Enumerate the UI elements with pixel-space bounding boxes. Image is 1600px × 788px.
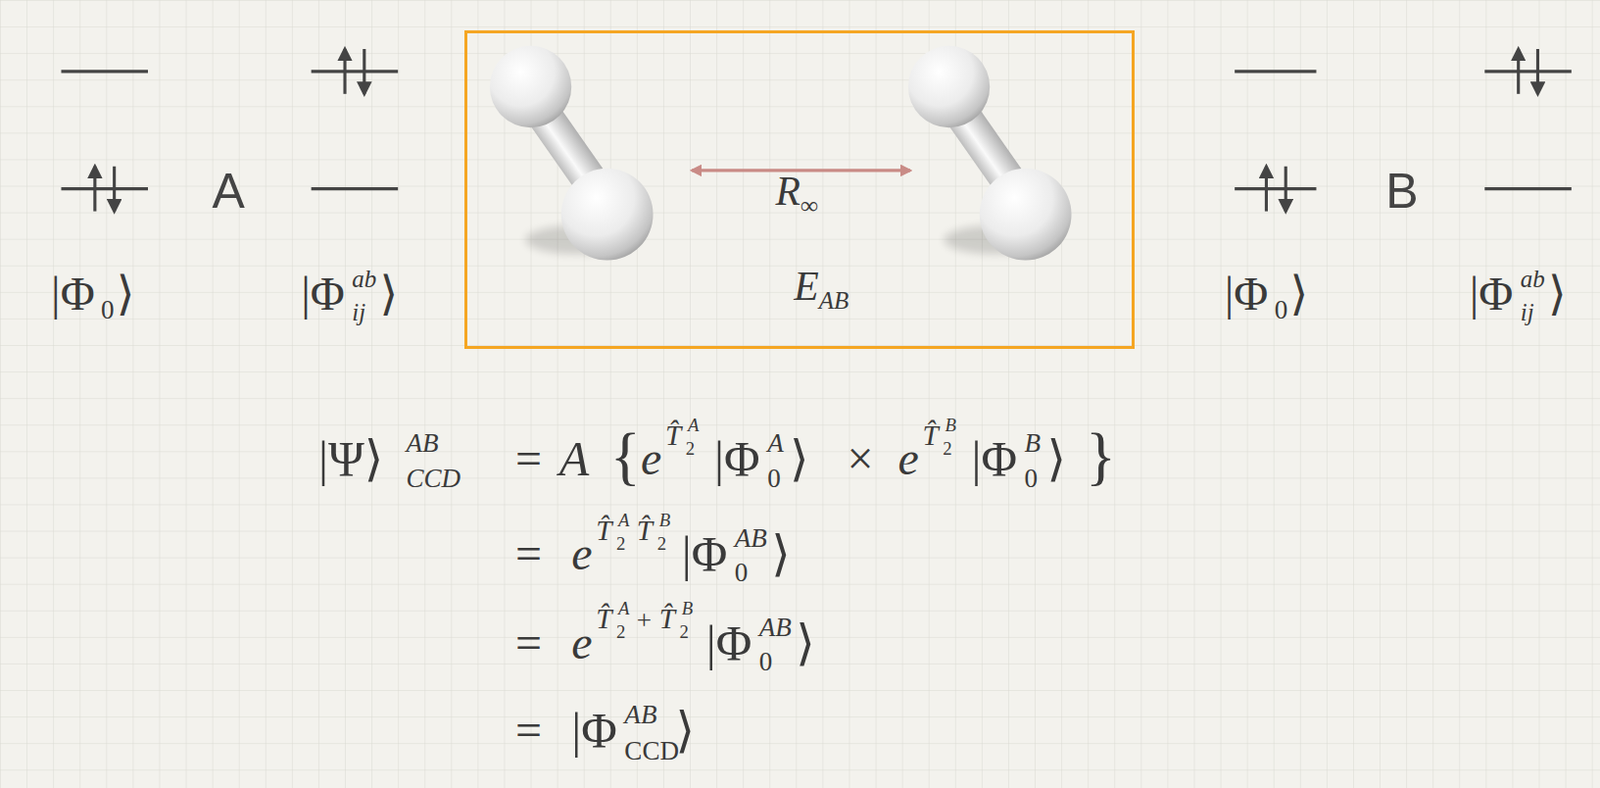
math-symbol: 2 xyxy=(679,623,689,642)
math-symbol: T̂ xyxy=(659,604,676,633)
math-symbol: ⟩ xyxy=(675,705,695,755)
math-symbol: T̂ xyxy=(665,421,681,450)
math-symbol: ⟩ xyxy=(789,434,810,484)
math-symbol: = xyxy=(515,706,542,754)
math-symbol: AB xyxy=(624,701,657,728)
math-symbol: ⟩ xyxy=(795,618,816,668)
math-symbol: |Φ xyxy=(706,618,753,668)
math-symbol: AB xyxy=(734,525,768,552)
math-symbol: 0 xyxy=(1274,296,1289,324)
h2-molecule xyxy=(908,46,1072,261)
math-symbol: |Φ xyxy=(681,529,728,579)
math-symbol: |Φ xyxy=(571,705,618,755)
math-symbol: 0 xyxy=(734,559,749,586)
math-symbol: 2 xyxy=(657,534,667,554)
math-symbol: |Φ xyxy=(714,434,761,484)
math-symbol: 0 xyxy=(1024,465,1039,492)
electron-spins xyxy=(95,48,1539,212)
math-symbol: 0 xyxy=(759,648,774,676)
orbital-levels xyxy=(60,71,1571,190)
math-symbol: ⟩ xyxy=(771,529,791,579)
math-symbol: 0 xyxy=(767,465,781,492)
math-symbol: B xyxy=(1024,430,1042,457)
math-symbol: T̂ xyxy=(636,516,653,545)
math-symbol: CCD xyxy=(624,737,679,765)
math-symbol: A xyxy=(559,434,590,484)
h2-molecule xyxy=(489,46,654,261)
math-symbol: 2 xyxy=(616,534,626,554)
system-box: R∞ EAB xyxy=(464,30,1135,349)
math-symbol: ij xyxy=(351,299,366,325)
math-symbol: AB xyxy=(405,430,438,457)
math-symbol: 2 xyxy=(616,623,626,642)
math-symbol: e xyxy=(897,435,919,483)
subscript: ∞ xyxy=(800,192,819,219)
math-symbol: = xyxy=(515,619,542,667)
math-symbol: ⟩ xyxy=(1289,270,1309,318)
math-symbol: CCD xyxy=(405,465,461,492)
math-symbol: × xyxy=(846,435,873,483)
math-symbol: T̂ xyxy=(595,516,612,545)
math-symbol: A xyxy=(618,511,630,531)
math-symbol: ⟩ xyxy=(1548,270,1567,318)
math-symbol: e xyxy=(640,435,662,483)
math-symbol: B xyxy=(681,599,693,619)
math-symbol: } xyxy=(1085,424,1116,488)
math-symbol: |Φ xyxy=(50,270,96,318)
math-symbol: A xyxy=(618,599,630,619)
math-symbol: ⟩ xyxy=(379,270,398,318)
math-symbol: |Φ xyxy=(970,434,1018,484)
math-symbol: ij xyxy=(1520,299,1535,325)
math-label: R∞ xyxy=(775,171,819,213)
math-symbol: ⟩ xyxy=(1047,434,1067,484)
math-symbol: { xyxy=(610,424,641,488)
math-symbol: |Φ xyxy=(300,270,345,318)
math-symbol: B xyxy=(944,416,956,436)
system-label: A xyxy=(212,166,245,216)
math-symbol: B xyxy=(659,511,671,531)
math-label: EAB xyxy=(793,266,849,308)
math-symbol: ab xyxy=(1520,266,1546,291)
math-symbol: ab xyxy=(351,266,377,291)
math-symbol: + xyxy=(636,607,652,634)
system-label: B xyxy=(1385,166,1418,216)
math-symbol: e xyxy=(571,619,592,667)
math-symbol: A xyxy=(687,416,699,436)
math-symbol: ⟩ xyxy=(116,270,136,318)
math-symbol: 2 xyxy=(942,439,952,459)
math-symbol: = xyxy=(515,435,542,483)
math-symbol: |Φ xyxy=(1224,270,1269,318)
math-symbol: 0 xyxy=(100,296,115,324)
distance-arrow xyxy=(691,168,911,172)
math-symbol: 2 xyxy=(685,439,695,459)
subscript: AB xyxy=(819,287,850,314)
math-symbol: A xyxy=(767,430,784,457)
math-symbol: |Φ xyxy=(1469,270,1514,318)
math-symbol: T̂ xyxy=(595,604,612,633)
math-symbol: AB xyxy=(759,614,792,641)
math-symbol: e xyxy=(571,530,592,578)
math-symbol: = xyxy=(515,530,542,578)
symbol: R xyxy=(775,168,801,214)
math-symbol: T̂ xyxy=(921,421,938,450)
math-symbol: |Ψ⟩ xyxy=(318,434,384,484)
symbol: E xyxy=(793,263,819,309)
